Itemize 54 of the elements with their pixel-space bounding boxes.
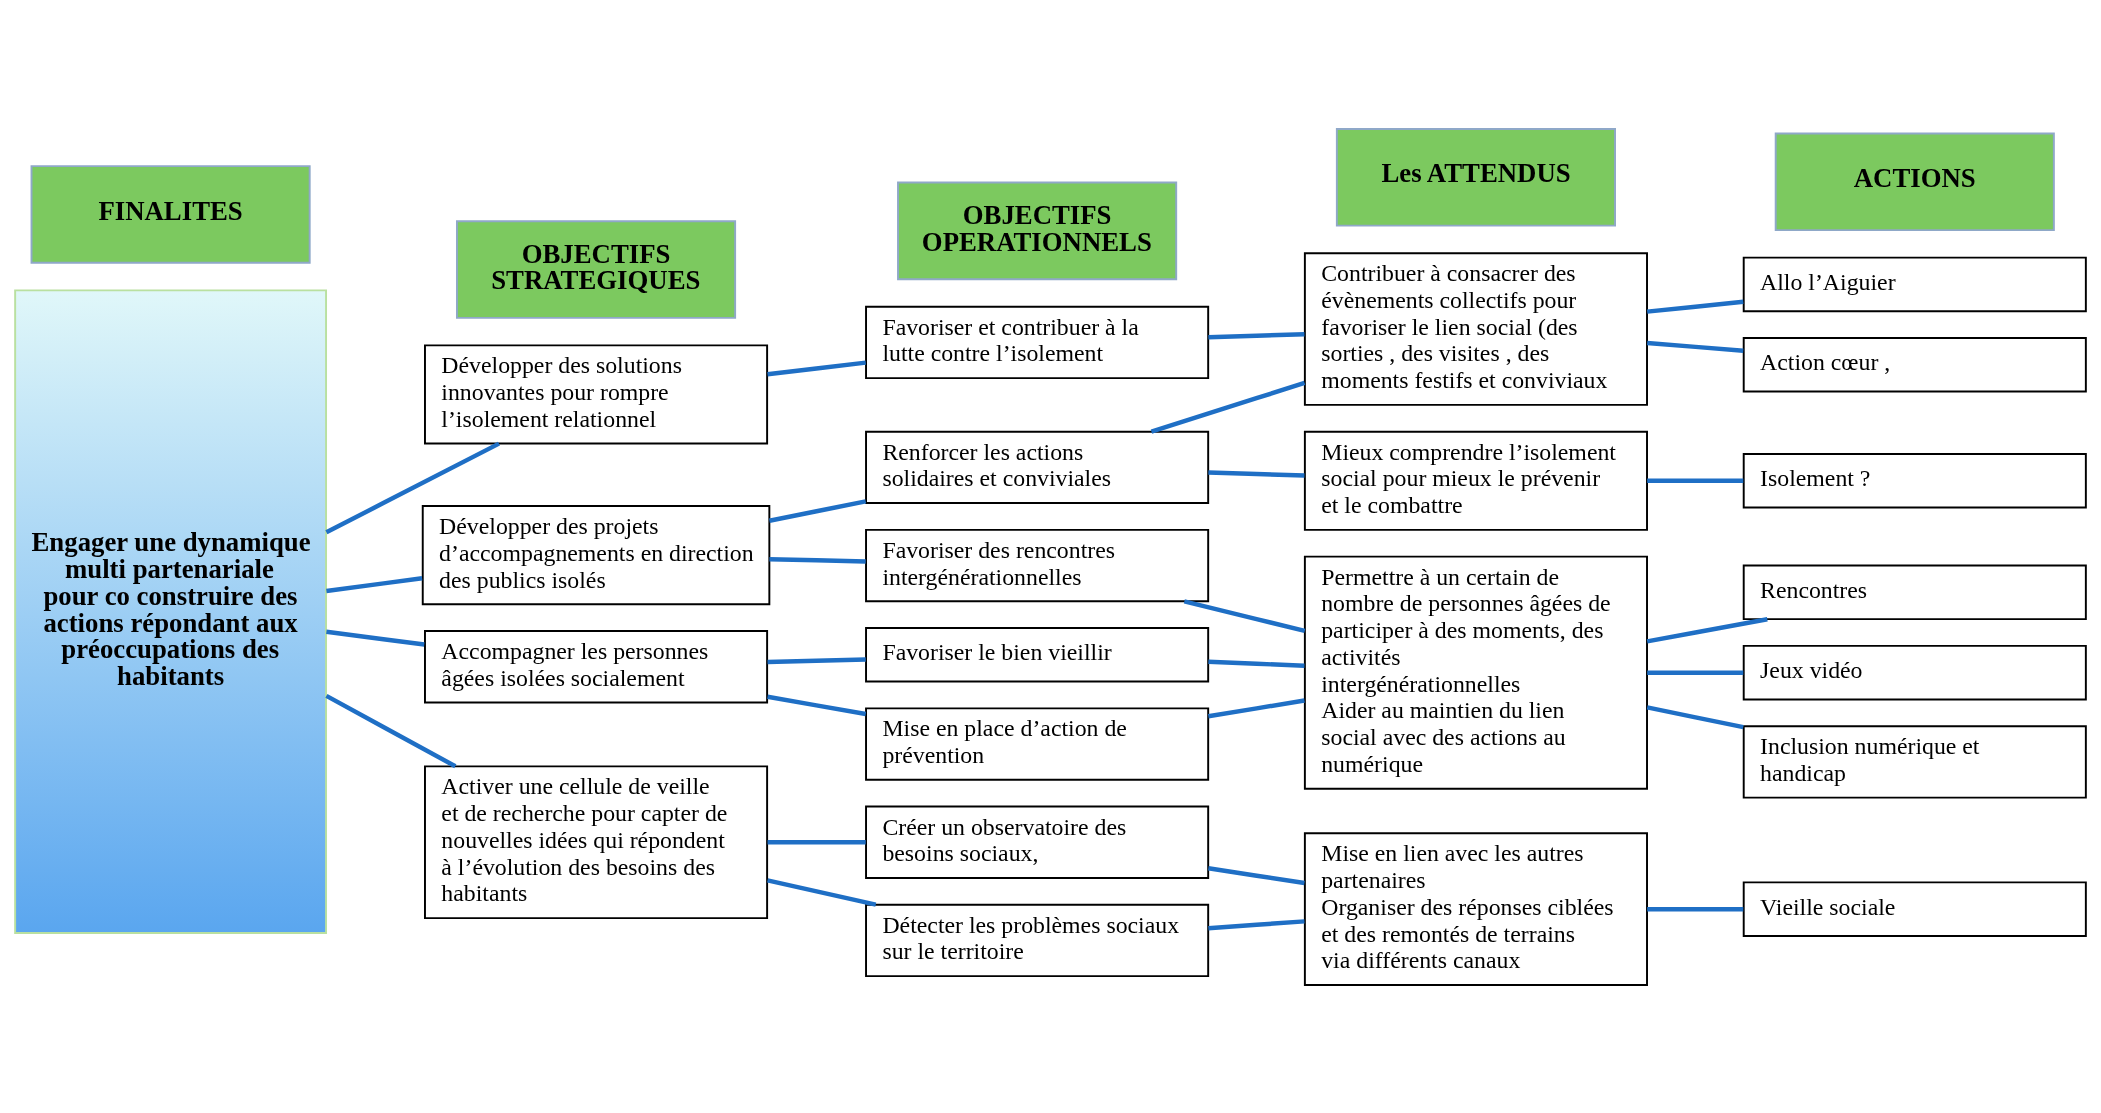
connector [769,556,866,564]
node-box: Contribuer à consacrer des évènements collectifs pour favoriser le lien social (des sorties , des visites , des moments festifs et conviviaux [1303,251,1648,406]
node-box: Rencontres [1742,564,2087,620]
node-box: Allo l’Aiguier [1742,256,2087,312]
node-box: OBJECTIFS OPERATIONNELS [897,181,1178,280]
node-box: Vieille sociale [1742,880,2087,937]
node-box: Favoriser le bien vieillir [865,626,1210,683]
connector [767,694,867,716]
node-box: Jeux vidéo [1742,644,2087,700]
node-box: Inclusion numérique et handicap [1742,724,2087,799]
connector [1646,299,1744,314]
connector [325,441,500,534]
connector [1183,598,1306,633]
connector [1647,669,1744,675]
connector [325,693,457,768]
connector [1208,865,1305,885]
node-box: Créer un observatoire des besoins sociaux, [865,805,1210,879]
node-box: Développer des projets d’accompagnements en direction des publics isolés [421,504,771,605]
connector [1647,340,1744,353]
connector [1646,704,1744,729]
connector [326,575,423,593]
node-box: FINALITES [30,164,311,264]
connector [1208,331,1305,339]
connector [326,629,425,647]
connector [1208,697,1305,718]
node-box: Favoriser des rencontres intergénérationnelles [865,528,1210,602]
connector [1150,380,1306,434]
node-box: Détecter les problèmes sociaux sur le territoire [865,903,1210,977]
node-box: Favoriser et contribuer à la lutte contre l’isolement [865,305,1210,379]
node-box: Les ATTENDUS [1335,127,1616,227]
connector [767,359,866,376]
node-box: Action cœur , [1742,336,2087,392]
node-box: Renforcer les actions solidaires et conviviales [865,430,1210,504]
node-box: Mieux comprendre l’isolement social pour mieux le prévenir et le combattre [1303,430,1648,531]
node-box: ACTIONS [1774,131,2055,231]
node-box: Mise en place d’action de prévention [865,706,1210,781]
node-box: Engager une dynamique multi partenariale pour co construire des actions répondant aux préoccupations des habitants [14,288,327,934]
connector [767,839,866,844]
connector [769,498,867,523]
node-box: Mise en lien avec les autres partenaires Organiser des réponses ciblées et des remontés de terrains via différents canaux [1303,831,1648,986]
node-box: Activer une cellule de veille et de recherche pour capter de nouvelles idées qui répondent à l’évolution des besoins des habitants [424,764,769,919]
connector [1646,616,1768,644]
connector [1647,478,1744,483]
connector [1647,906,1744,911]
connector [1208,918,1305,930]
node-box: Permettre à un certain de nombre de personnes âgées de participer à des moments, des activités intergénérationnelles Aider au maintien du lien social avec des actions au numérique [1303,555,1648,790]
connector [767,656,866,664]
node-box: Développer des solutions innovantes pour rompre l’isolement relationnel [424,343,769,445]
node-box: Isolement ? [1742,452,2087,508]
node-box: Accompagner les personnes âgées isolées socialement [424,629,769,703]
connector [767,877,877,907]
connector [1208,659,1305,668]
connector [1208,469,1305,478]
node-box: OBJECTIFS STRATEGIQUES [456,219,737,319]
